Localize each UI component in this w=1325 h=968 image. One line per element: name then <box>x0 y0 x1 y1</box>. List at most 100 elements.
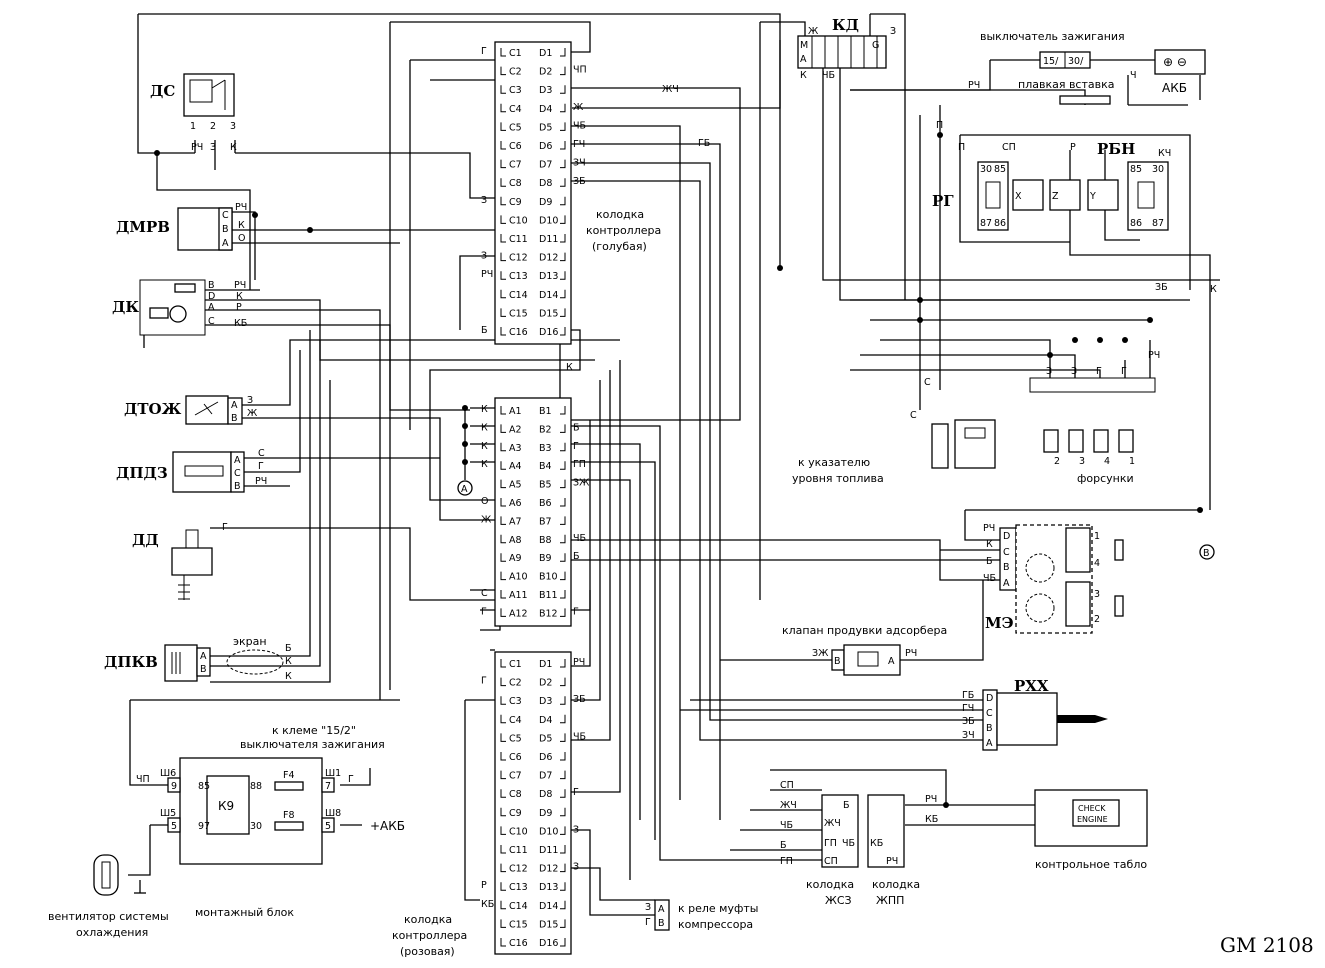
ab-pin-B2: B2 <box>539 424 552 435</box>
pink-pin-D10: D10 <box>539 826 558 837</box>
blue-pin-mark <box>560 215 566 224</box>
ds-pin-3: 3 <box>230 121 236 132</box>
svg-text:А: А <box>1003 578 1010 589</box>
svg-text:15/: 15/ <box>1043 56 1059 67</box>
svg-text:К: К <box>800 70 807 81</box>
blue-pin-mark <box>560 327 566 336</box>
blue-pin-mark <box>500 196 506 206</box>
svg-text:2: 2 <box>1054 456 1060 467</box>
ds-wire-2: З <box>210 142 216 153</box>
blue-pin-D5: D5 <box>539 122 552 133</box>
svg-text:РЧ: РЧ <box>905 648 917 659</box>
pink-pin-mark <box>560 789 566 798</box>
ab-pin-mark <box>500 498 506 507</box>
ab-pin-B10: B10 <box>539 572 558 583</box>
pink-pin-mark <box>560 714 566 724</box>
dmrv-label: ДМРВ <box>116 218 170 236</box>
ab-wire-label: ЧБ <box>573 533 586 544</box>
blue-pin-mark <box>500 159 506 169</box>
k9-label: К9 <box>218 799 234 813</box>
ab-pin-B7: B7 <box>539 516 552 527</box>
svg-text:ЧБ: ЧБ <box>780 820 793 831</box>
blue-pin-mark <box>560 66 566 76</box>
svg-text:Г: Г <box>258 461 264 472</box>
rxx-label: РХХ <box>1014 677 1049 695</box>
blue-pin-D4: D4 <box>539 104 552 115</box>
blue-pin-mark <box>560 122 566 131</box>
svg-text:⊕ ⊖: ⊕ ⊖ <box>1163 55 1187 69</box>
fuel-gauge-caption-1: к указателю <box>798 456 870 469</box>
pink-pin-mark <box>560 752 566 761</box>
svg-text:Р: Р <box>236 302 242 313</box>
svg-text:ЖЧ: ЖЧ <box>824 818 841 829</box>
svg-text:(розовая): (розовая) <box>400 945 455 958</box>
svg-text:А: А <box>231 400 238 411</box>
ignition-module: МЭ D С В А РЧ К Б ЧБ 1 4 3 2 <box>983 523 1124 634</box>
pink-pin-mark <box>500 845 506 854</box>
svg-text:ЖЧ: ЖЧ <box>780 800 797 811</box>
blue-pin-mark <box>500 48 506 57</box>
svg-text:В: В <box>200 664 207 675</box>
pink-wire-label: Р <box>481 880 487 891</box>
ab-wire-label: С <box>481 588 488 599</box>
svg-text:К: К <box>1210 284 1217 295</box>
blue-pin-D13: D13 <box>539 271 558 282</box>
svg-text:5: 5 <box>171 821 177 832</box>
pink-pin-mark <box>560 863 566 873</box>
blue-pin-C16: C16 <box>509 327 528 338</box>
ab-pin-mark <box>500 442 506 452</box>
fuel-gauge-caption-2: уровня топлива <box>792 472 884 485</box>
blue-pin-D7: D7 <box>539 160 552 171</box>
svg-text:85: 85 <box>994 164 1006 175</box>
pink-pin-D8: D8 <box>539 789 552 800</box>
svg-text:Б: Б <box>986 556 993 567</box>
dashboard-panel: CHECK ENGINE контрольное табло <box>1034 789 1148 871</box>
svg-text:СП: СП <box>780 780 794 791</box>
zhsz-zhpp-connectors: Б ЖЧ ГП ЧБ СП КБ РЧ СП ЖЧ ЧБ Б ГП РЧ КБ … <box>780 780 938 907</box>
svg-text:Х: Х <box>1015 191 1022 202</box>
blue-pin-mark <box>560 289 566 299</box>
svg-text:РЧ: РЧ <box>234 280 246 291</box>
ab-pin-mark <box>500 571 506 581</box>
svg-text:А: А <box>200 651 207 662</box>
blue-pin-mark <box>560 252 566 262</box>
pink-pin-C5: C5 <box>509 733 522 744</box>
pink-pin-C7: C7 <box>509 771 522 782</box>
svg-text:ЖСЗ: ЖСЗ <box>825 894 852 907</box>
pink-pin-mark <box>500 938 506 947</box>
blue-wire-label: ЗЧ <box>573 158 586 169</box>
dk-sensor: ДК В D А С РЧ К Р КБ <box>112 280 247 329</box>
pink-pin-mark <box>560 770 566 780</box>
svg-text:1: 1 <box>1129 456 1135 467</box>
ab-wire-label: Б <box>573 422 580 433</box>
pink-pin-C10: C10 <box>509 826 528 837</box>
pink-pin-mark <box>560 900 566 910</box>
junction-dots <box>154 132 1203 808</box>
mount-block: К9 F4 F8 Ш6 Ш5 Ш1 Ш8 9 5 7 5 85 97 88 30… <box>136 724 405 919</box>
ab-pin-mark <box>500 553 506 562</box>
blue-pin-D14: D14 <box>539 290 558 301</box>
pink-pin-C16: C16 <box>509 938 528 949</box>
ab-pin-mark <box>560 553 566 562</box>
blue-pin-mark <box>560 48 566 57</box>
pink-pin-mark <box>560 807 566 817</box>
dk-label: ДК <box>112 298 139 316</box>
pink-wire-label: ЧБ <box>573 731 586 742</box>
svg-text:выключателя зажигания: выключателя зажигания <box>240 738 385 751</box>
dd-label: ДД <box>132 531 159 549</box>
blue-wire-label: ГЧ <box>573 139 585 150</box>
svg-text:К: К <box>285 671 292 682</box>
svg-text:контроллера: контроллера <box>392 929 467 942</box>
pink-pin-mark <box>560 938 566 947</box>
svg-text:Ш8: Ш8 <box>325 808 341 819</box>
pink-pin-mark <box>500 789 506 798</box>
svg-text:к реле муфты: к реле муфты <box>678 902 759 915</box>
ab-wire-label: К <box>481 441 488 452</box>
blue-pin-D9: D9 <box>539 197 552 208</box>
ds-wire-1: РЧ <box>191 142 203 153</box>
svg-text:А: А <box>658 904 665 915</box>
rg-label: РГ <box>932 192 954 210</box>
purge-caption: клапан продувки адсорбера <box>782 624 947 637</box>
svg-text:РЧ: РЧ <box>886 856 898 867</box>
